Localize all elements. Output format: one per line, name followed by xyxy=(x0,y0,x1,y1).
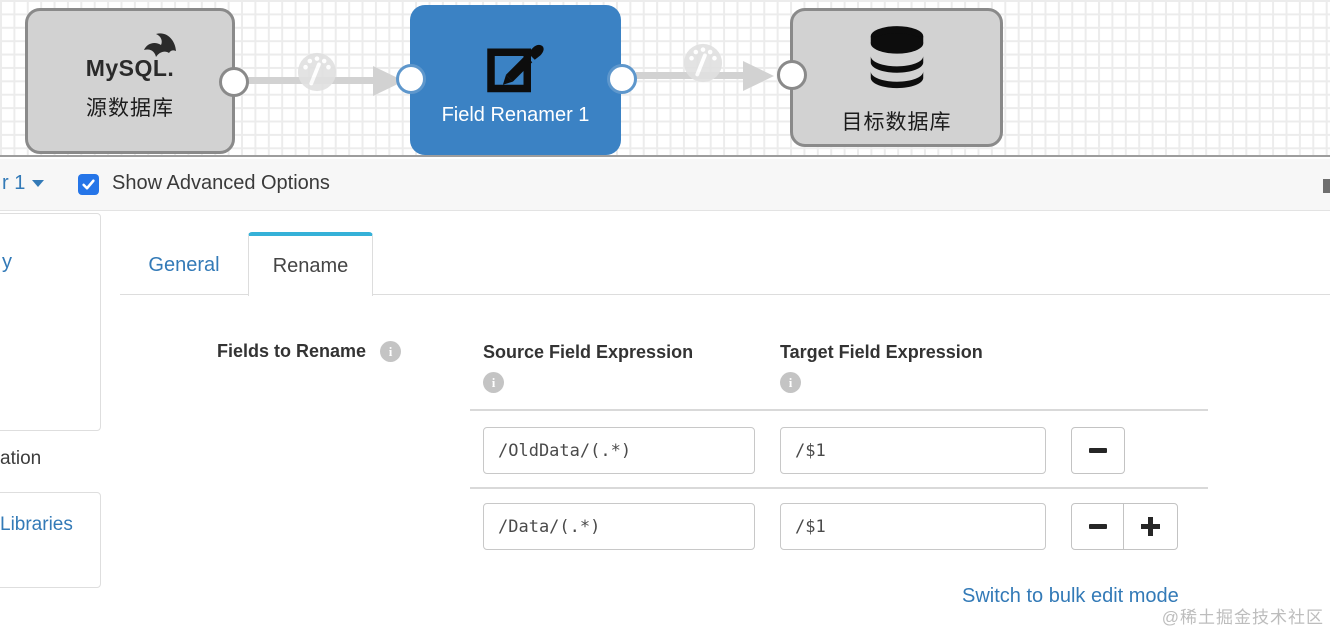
mysql-logo: MySQL. xyxy=(85,32,177,82)
show-advanced-options-checkbox[interactable] xyxy=(78,174,99,195)
stage-selector-dropdown[interactable]: r 1 xyxy=(2,172,45,195)
node-label-target: 目标数据库 xyxy=(841,110,952,134)
tabbar-divider xyxy=(120,294,1330,295)
toolbar-edge-icon-fragment[interactable] xyxy=(1323,179,1330,193)
mysql-dolphin-icon xyxy=(144,32,177,57)
info-icon[interactable]: i xyxy=(380,341,402,362)
arrowhead-icon xyxy=(743,61,774,91)
minus-icon xyxy=(1089,448,1107,453)
link-gauge-icon xyxy=(683,43,723,83)
mysql-wordmark: MySQL. xyxy=(85,54,175,81)
switch-to-bulk-edit-link[interactable]: Switch to bulk edit mode xyxy=(962,585,1179,607)
pipeline-node-source[interactable]: MySQL. 源数据库 xyxy=(25,8,235,154)
show-advanced-options-label: Show Advanced Options xyxy=(112,172,330,194)
fields-to-rename-header: Fields to Rename i xyxy=(217,341,402,362)
source-field-expression-header: Source Field Expression i xyxy=(483,342,693,393)
input-connector-field-renamer[interactable] xyxy=(396,64,426,94)
plus-icon xyxy=(1141,517,1160,536)
sidebar-panel-lower xyxy=(0,492,101,588)
target-expression-input-row2[interactable] xyxy=(780,503,1046,550)
fields-to-rename-label: Fields to Rename xyxy=(217,341,367,361)
link-gauge-icon xyxy=(297,52,337,92)
target-field-expression-header: Target Field Expression i xyxy=(780,342,983,393)
sidebar-item-libraries[interactable]: Libraries xyxy=(0,514,73,535)
node-label-source: 源数据库 xyxy=(86,96,174,120)
add-row-button-row2[interactable] xyxy=(1123,503,1178,550)
output-connector-field-renamer[interactable] xyxy=(607,64,637,94)
remove-row-button-row1[interactable] xyxy=(1071,427,1125,474)
remove-row-button-row2[interactable] xyxy=(1071,503,1124,550)
watermark: @稀土掘金技术社区 xyxy=(1161,608,1324,627)
node-label-field-renamer: Field Renamer 1 xyxy=(441,103,590,126)
source-expression-input-row1[interactable] xyxy=(483,427,755,474)
input-connector-target[interactable] xyxy=(777,60,807,90)
source-field-expression-label: Source Field Expression xyxy=(483,342,694,362)
stage-selector-label: r 1 xyxy=(2,172,26,194)
sidebar-panel-upper xyxy=(0,213,101,431)
target-field-expression-label: Target Field Expression xyxy=(780,342,983,362)
sidebar-item-partial-middle: ation xyxy=(0,448,42,469)
source-expression-input-row2[interactable] xyxy=(483,503,755,550)
info-icon[interactable]: i xyxy=(483,372,504,393)
pipeline-node-target[interactable]: 目标数据库 xyxy=(790,8,1003,147)
tab-general[interactable]: General xyxy=(148,254,220,276)
target-expression-input-row1[interactable] xyxy=(780,427,1046,474)
pipeline-node-field-renamer[interactable]: Field Renamer 1 xyxy=(410,5,621,155)
minus-icon xyxy=(1088,524,1107,529)
output-connector-source[interactable] xyxy=(219,67,249,97)
edit-icon xyxy=(486,44,544,92)
database-icon xyxy=(870,25,923,88)
row-divider xyxy=(470,409,1208,411)
caret-down-icon xyxy=(32,180,45,188)
info-icon[interactable]: i xyxy=(780,372,801,393)
sidebar-item-partial-top[interactable]: y xyxy=(2,251,12,273)
tab-rename[interactable]: Rename xyxy=(248,232,373,296)
config-toolbar: r 1 Show Advanced Options xyxy=(0,159,1330,211)
checkmark-icon xyxy=(82,179,95,190)
pipeline-canvas[interactable]: MySQL. 源数据库 Field Renamer 1 xyxy=(0,0,1330,157)
row-divider xyxy=(470,487,1208,489)
